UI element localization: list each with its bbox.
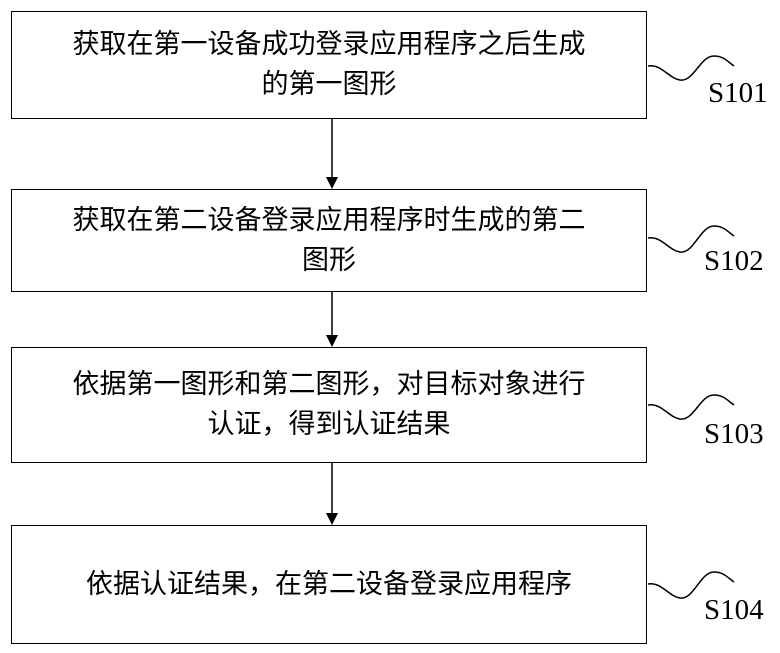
step-label-s102: S102 (704, 245, 764, 277)
step-label-s104: S104 (704, 594, 764, 626)
step-label-s101: S101 (708, 77, 768, 109)
step-s103-text-line-2: 认证，得到认证结果 (207, 409, 451, 440)
step-s102-text-line-2: 图形 (302, 244, 356, 276)
step-s101-text-line-2: 的第一图形 (261, 69, 397, 100)
step-s103-text-line-1: 依据第一图形和第二图形，对目标对象进行 (72, 369, 586, 400)
step-box-s102: 获取在第二设备登录应用程序时生成的第二 图形 (11, 189, 647, 292)
step-box-s101: 获取在第一设备成功登录应用程序之后生成 的第一图形 (11, 11, 647, 119)
step-label-s103: S103 (704, 418, 764, 450)
step-s101-text-line-1: 获取在第一设备成功登录应用程序之后生成 (72, 29, 586, 60)
step-s104-text-line-1: 依据认证结果，在第二设备登录应用程序 (86, 568, 572, 600)
leader-curve-s103 (647, 394, 735, 420)
step-box-s104: 依据认证结果，在第二设备登录应用程序 (11, 525, 647, 644)
step-box-s103: 依据第一图形和第二图形，对目标对象进行 认证，得到认证结果 (11, 347, 647, 463)
step-s102-text-line-1: 获取在第二设备登录应用程序时生成的第二 (72, 204, 586, 236)
